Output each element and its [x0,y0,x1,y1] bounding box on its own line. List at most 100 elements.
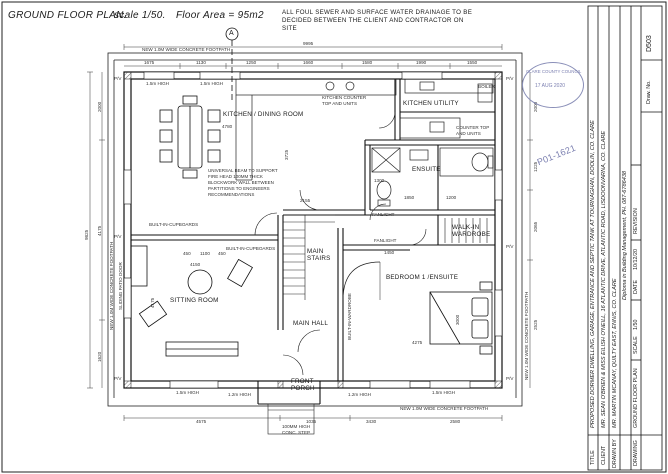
drawing-no-label: Draw. No. [646,80,652,104]
wall-hatch [123,71,503,389]
window-height-1: 1.5m HIGH [146,81,169,86]
dim-bedroom-3: 1850 [404,195,415,200]
dim-bottom-1: 4575 [196,419,207,424]
client-label: CLIENT [601,445,607,465]
pv-label-3: P/V [506,244,514,249]
lintel-note: UNIVERSAL BEAM TO SUPPORT FIRE HEAD 100M… [208,168,278,197]
section-marker [225,27,239,100]
footpath-left-label: NEW 1.0M WIDE CONCRETE FOOTPATH [109,241,114,330]
title-text: PROPOSED DORMER DWELLING, GARAGE, ENTRAN… [590,120,596,428]
dim-top-1: 1675 [144,60,155,65]
dim-top-5: 1580 [362,60,373,65]
bedroom-bed [429,281,493,355]
pv-label-6: P/V [114,76,122,81]
diploma-text: Diploma in Building Management, PH. 087-… [622,170,628,300]
dim-sitting-2: 1100 [200,251,210,256]
kitchen-counters [235,78,494,181]
built-in-cupboards-1: BUILT-IN-CUPBOARDS [149,222,199,227]
dim-right-3: 2065 [533,221,538,232]
ensuite-fixtures [371,147,494,207]
window-height-4: 1.2m HIGH [228,392,251,397]
bedroom-door-arc [342,261,381,301]
dim-left-2: 4175 [97,225,102,236]
internal-walls [131,79,495,405]
fanlight-1: FANLIGHT [372,212,395,217]
pv-label-2: P/V [506,76,514,81]
conc-step-label: 100MM HIGH CONC. STEP [282,424,311,435]
title-block-frame [587,5,663,471]
dim-bottom-2: 1035 [306,419,317,424]
date-label: DATE [633,280,639,294]
counter-top-label-1: KITCHEN COUNTER TOP AND UNITS [322,95,367,106]
footpath-right-label: NEW 1.0M WIDE CONCRETE FOOTPATH [524,291,529,380]
floor-area: Floor Area = 95m2 [176,10,264,21]
drainage-note: ALL FOUL SEWER AND SURFACE WATER DRAINAG… [282,9,473,32]
dim-top-4: 1660 [303,60,314,65]
date-text: 10/12/20 [633,249,639,270]
plan-scale: scale 1/50. [114,10,166,21]
room-main-hall: MAIN HALL [293,320,329,327]
dim-left-1: 2000 [97,101,102,112]
main-stairs-treads [283,214,335,300]
drawing-label: DRAWING [633,440,639,466]
room-walk-in-wardrobe: WALK-IN WARDROBE [452,224,491,238]
dim-overall-width: 9995 [303,41,314,46]
window-height-3: 1.2m HIGH [348,392,371,397]
dim-left-3: 1620 [97,351,102,362]
council-stamp: CLARE COUNTY COUNCIL 17 AUG 2020 [522,62,584,108]
dim-kitchen-3: 2155 [300,198,311,203]
dim-bottom-4: 2580 [450,419,461,424]
drawing-no-text: D503 [646,35,653,52]
built-in-cupboards-2: BUILT-IN-CUPBOARDS [226,246,276,251]
window-height-2: 1.5m HIGH [200,81,223,86]
dim-sitting-1: 450 [183,251,191,256]
drawn-by-text: MR. MARTIN MCANAY, QUILTY EAST, ENNIS, C… [612,278,618,428]
dim-right-4: 2525 [533,319,538,330]
revision-label: REVISION [633,208,639,234]
pv-label-1: P/V [114,234,122,239]
dim-sitting-3: 450 [218,251,226,256]
dim-overall-depth: 9825 [84,229,89,240]
windows [123,71,503,389]
sitting-furniture [130,245,253,357]
boiler-label: BOILER [478,84,495,89]
dim-sitting-4: 4150 [190,262,201,267]
wardrobe-stair-treads [444,218,488,243]
pv-label-5: P/V [114,376,122,381]
footpath-outline [107,52,523,407]
stamp-council-name: CLARE COUNTY COUNCIL [526,69,582,74]
client-text: MR. SEAN O'BRIEN & MISS EILISH O'NEILL, … [601,130,607,428]
room-front-porch: FRONT PORCH [291,378,315,392]
patio-door-label: SLIDING PATIO DOOR [118,262,123,310]
room-kitchen-dining: KITCHEN / DINING ROOM [223,111,304,118]
footpath-top-label: NEW 1.0M WIDE CONCRETE FOOTPATH [142,47,231,52]
dim-bottom-3: 3430 [366,419,377,424]
dim-bedroom-2: 1450 [384,250,395,255]
room-ensuite: ENSUITE [412,166,441,173]
section-marker-label: A [229,30,234,37]
built-in-wardrobe: BUILT-IN-WARDROBE [347,293,352,340]
counter-top-label-2: COUNTER TOP AND UNITS [456,125,490,136]
room-kitchen-utility: KITCHEN UTILITY [403,100,459,107]
dim-top-3: 1250 [246,60,257,65]
dim-bedroom-5: 3000 [455,314,460,325]
plan-title: GROUND FLOOR PLAN. [8,10,127,21]
dim-top-6: 1990 [416,60,427,65]
dim-bedroom-1: 4275 [412,340,423,345]
dining-table [159,95,221,179]
dim-kitchen-2: 3725 [284,149,289,160]
dim-top-7: 1550 [467,60,478,65]
dim-kitchen-1: 4780 [222,124,233,129]
footpath-bottom-label: NEW 1.0M WIDE CONCRETE FOOTPATH [400,406,489,411]
room-bedroom: BEDROOM 1 /ENSUITE [386,274,459,281]
window-height-6: 1.5m HIGH [432,390,455,395]
porch-step [267,403,315,435]
window-height-5: 1.5m HIGH [176,390,199,395]
fanlight-2: FANLIGHT [374,238,397,243]
dim-bedroom-6: 1300 [374,178,385,183]
dim-top-2: 1130 [196,60,206,65]
drawn-by-label: DRAWN BY [612,439,618,468]
